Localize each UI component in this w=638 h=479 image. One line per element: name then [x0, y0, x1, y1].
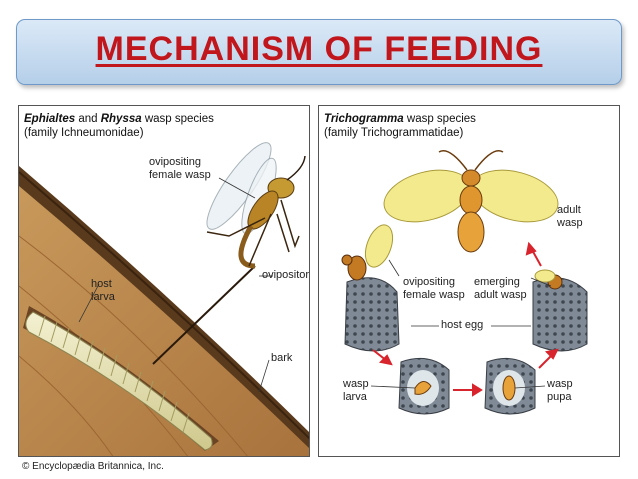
label-wasp-pupa: wasp pupa [547, 378, 573, 403]
ichneumonid-title: Ephialtes and Rhyssa wasp species (famil… [24, 112, 214, 140]
host-larva-icon [25, 311, 213, 451]
label-adult-wasp: adult wasp [557, 204, 583, 229]
label-ovipositing-female: ovipositing female wasp [403, 276, 465, 301]
ichneumonid-illustration [19, 142, 309, 456]
ovipositing-female-wasp-icon [341, 224, 394, 281]
genus-rhyssa: Rhyssa [100, 113, 142, 125]
family-trichogrammatidae: (family Trichogrammatidae) [324, 127, 464, 139]
label-emerging-adult: emerging adult wasp [474, 276, 527, 301]
family-ichneumonidae: (family Ichneumonidae) [24, 127, 144, 139]
host-egg-right-icon [532, 277, 588, 352]
title-suffix: wasp species [141, 113, 214, 125]
ichneumon-wasp-icon [206, 142, 306, 269]
label-ovipositing-female: ovipositing female wasp [149, 156, 211, 181]
egg-with-larva-icon [398, 357, 450, 415]
trichogramma-title: Trichogramma wasp species (family Tricho… [324, 112, 476, 140]
title-banner: MECHANISM OF FEEDING [16, 19, 622, 85]
label-bark: bark [271, 352, 293, 364]
label-ovipositor: ovipositor [262, 269, 310, 281]
copyright-credit: © Encyclopædia Britannica, Inc. [22, 461, 164, 472]
trichogramma-illustration [341, 150, 588, 415]
emerging-adult-wasp-icon [534, 269, 563, 290]
ichneumonid-panel: Ephialtes and Rhyssa wasp species (famil… [18, 105, 310, 457]
adult-wasp-icon [383, 150, 559, 253]
page-title: MECHANISM OF FEEDING [95, 30, 543, 68]
ovipositor-shaft [152, 265, 256, 365]
title-suffix: wasp species [403, 113, 476, 125]
trichogramma-panel: Trichogramma wasp species (family Tricho… [318, 105, 620, 457]
title-and: and [75, 113, 101, 125]
egg-with-pupa-icon [484, 357, 536, 415]
genus-ephialtes: Ephialtes [24, 113, 76, 125]
label-wasp-larva: wasp larva [343, 378, 369, 403]
genus-trichogramma: Trichogramma [324, 113, 404, 125]
host-egg-left-icon [344, 277, 400, 352]
bark-layer [19, 166, 309, 449]
label-host-larva: host larva [91, 278, 115, 303]
label-host-egg: host egg [441, 319, 484, 331]
